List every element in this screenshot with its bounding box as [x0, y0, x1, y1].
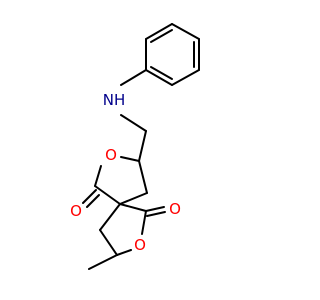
- molecule-structure-diagram: NH O O O O: [70, 23, 200, 270]
- phenyl-double-bond: [150, 66, 173, 80]
- carbonyl2-double-bond: [146, 211, 166, 217]
- ring1-bond: [94, 185, 121, 205]
- carbonyl1-double-bond: [86, 194, 100, 208]
- carbonyl1-double-bond: [82, 189, 97, 204]
- phenyl-bond: [171, 23, 200, 40]
- ring-oxygen-2-label: O: [134, 236, 146, 254]
- ring1-bond: [94, 165, 102, 187]
- phenyl-bond: [145, 69, 173, 86]
- atom-labels: NH O O O O: [70, 91, 181, 254]
- ring1-bond: [138, 160, 148, 194]
- ring2-bond: [119, 203, 147, 212]
- ring1-bond: [120, 156, 140, 162]
- carbonyl-oxygen-1-label: O: [70, 202, 82, 220]
- ring2-bond: [116, 249, 132, 256]
- ring2-bond: [99, 229, 118, 256]
- nh-ch2-bond: [120, 114, 147, 132]
- ring2-bond: [141, 210, 147, 235]
- methyl-bond: [88, 254, 118, 270]
- carbonyl2-double-bond: [145, 206, 165, 212]
- nh-label: NH: [103, 91, 126, 109]
- phenyl-bond: [171, 69, 200, 86]
- ring2-bond: [99, 203, 121, 231]
- phenyl-bond: [145, 23, 173, 40]
- ch2-ring-bond: [138, 130, 147, 162]
- bond-lines: [82, 23, 200, 270]
- carbonyl-oxygen-2-label: O: [169, 200, 181, 218]
- ring-oxygen-1-label: O: [105, 146, 117, 164]
- ring1-bond: [119, 192, 148, 205]
- phenyl-nh-bond: [120, 69, 147, 86]
- phenyl-double-bond: [150, 29, 173, 43]
